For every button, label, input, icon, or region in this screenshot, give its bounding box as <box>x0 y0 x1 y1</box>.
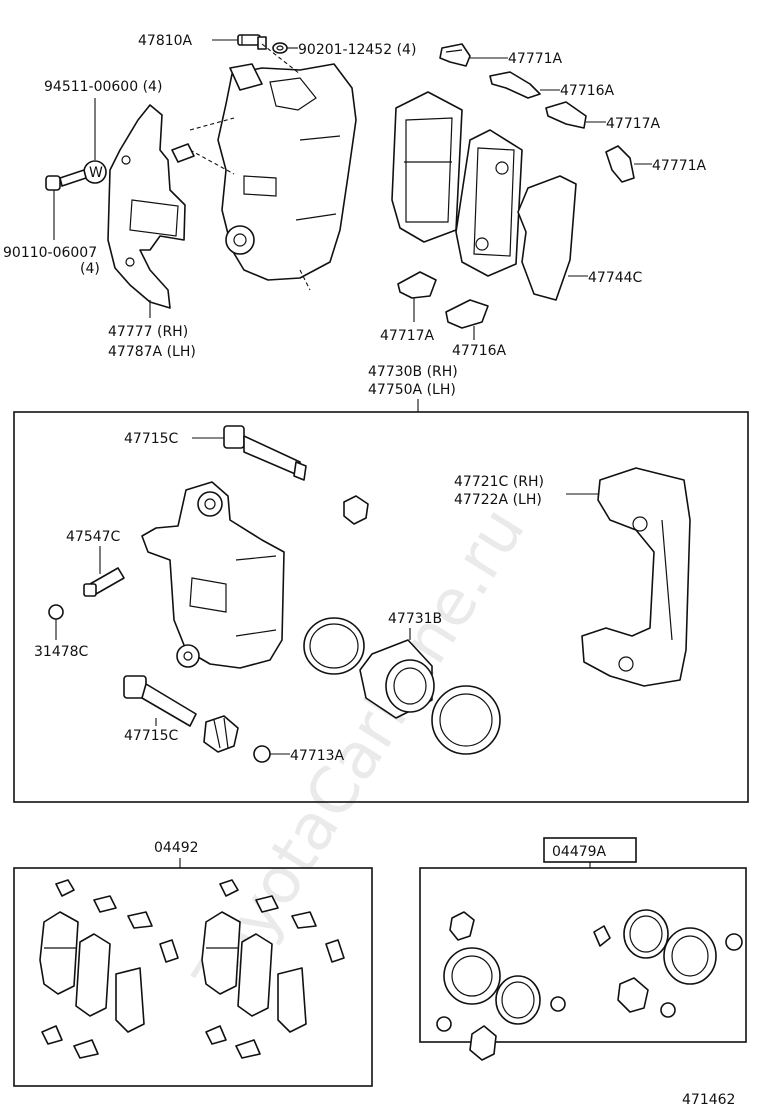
label-90201[interactable]: 90201-12452 (4) <box>298 42 416 58</box>
label-47713a[interactable]: 47713A <box>290 748 345 764</box>
caliper-kit-box-04479a <box>419 867 747 1043</box>
label-47715c-top[interactable]: 47715C <box>124 431 179 447</box>
washer-mark: W <box>89 165 103 181</box>
shim-clip-47716a-bottom[interactable] <box>445 299 489 329</box>
bolt-90110[interactable] <box>45 169 87 191</box>
cylinder-boot[interactable] <box>431 685 501 755</box>
bleeder-plug-47547c[interactable] <box>83 567 125 597</box>
label-47717a-bottom[interactable]: 47717A <box>380 328 435 344</box>
pad-kit-box-04492 <box>13 867 373 1087</box>
assembly-dashes-top <box>189 43 311 291</box>
disc-brake-dust-cover[interactable] <box>107 104 186 309</box>
label-47716a-bottom[interactable]: 47716A <box>452 343 507 359</box>
label-47547c[interactable]: 47547C <box>66 529 121 545</box>
label-47777[interactable]: 47777 (RH) <box>108 324 188 340</box>
caliper-sub-assembly-box <box>13 411 749 803</box>
bolt-47810a[interactable] <box>237 34 267 50</box>
label-47810a[interactable]: 47810A <box>138 33 193 49</box>
label-47730b[interactable]: 47730B (RH) <box>368 364 458 380</box>
brake-pad-inner[interactable] <box>391 91 463 243</box>
anti-squeal-shim-47744c[interactable] <box>517 175 577 301</box>
label-47744c[interactable]: 47744C <box>588 270 643 286</box>
label-47750a[interactable]: 47750A (LH) <box>368 382 456 398</box>
label-47722a[interactable]: 47722A (LH) <box>454 492 542 508</box>
piston-seal[interactable] <box>303 617 365 675</box>
bleeder-cap-31478c[interactable] <box>48 604 64 620</box>
caliper-kit-contents[interactable] <box>436 909 743 1061</box>
clip-47771a-top[interactable] <box>439 43 471 67</box>
label-47717a-top[interactable]: 47717A <box>606 116 661 132</box>
label-90110-qty: (4) <box>80 261 100 277</box>
pad-kit-set-left[interactable] <box>39 879 179 1059</box>
piston-47731b[interactable] <box>359 639 435 719</box>
label-47787a[interactable]: 47787A (LH) <box>108 344 196 360</box>
label-47771a-top[interactable]: 47771A <box>508 51 563 67</box>
label-47731b[interactable]: 47731B <box>388 611 442 627</box>
slide-pin-47715c-top[interactable] <box>223 425 307 481</box>
brake-pad-outer[interactable] <box>455 129 523 277</box>
shim-clip-47716a-top[interactable] <box>489 71 541 99</box>
label-47715c-bottom[interactable]: 47715C <box>124 728 179 744</box>
slide-pin-boot-lower[interactable] <box>203 715 239 753</box>
label-47716a-top[interactable]: 47716A <box>560 83 615 99</box>
label-31478c[interactable]: 31478C <box>34 644 89 660</box>
washer-94511[interactable]: W <box>83 160 107 184</box>
caliper-assembly-top[interactable] <box>217 63 357 281</box>
label-47721c[interactable]: 47721C (RH) <box>454 474 544 490</box>
pad-kit-set-right[interactable] <box>201 879 345 1059</box>
slide-pin-47715c-bottom[interactable] <box>123 675 197 727</box>
label-90110[interactable]: 90110-06007 <box>3 245 97 261</box>
label-47771a-2[interactable]: 47771A <box>652 158 707 174</box>
slide-pin-boot-upper[interactable] <box>343 495 369 525</box>
caliper-mounting-bracket[interactable] <box>581 467 691 687</box>
bleeder-screw-top[interactable] <box>171 143 195 163</box>
label-94511[interactable]: 94511-00600 (4) <box>44 79 162 95</box>
diagram-id: 471462 <box>682 1092 735 1108</box>
bush-47713a[interactable] <box>253 745 271 763</box>
label-04492[interactable]: 04492 <box>154 840 199 856</box>
shim-clip-47717a-top[interactable] <box>545 101 587 129</box>
shim-clip-47717a-bottom[interactable] <box>397 271 437 299</box>
washer-90201[interactable] <box>272 42 288 54</box>
caliper-cylinder-body[interactable] <box>141 481 285 669</box>
clip-47771a-2[interactable] <box>605 145 635 183</box>
label-04479a[interactable]: 04479A <box>552 844 607 860</box>
